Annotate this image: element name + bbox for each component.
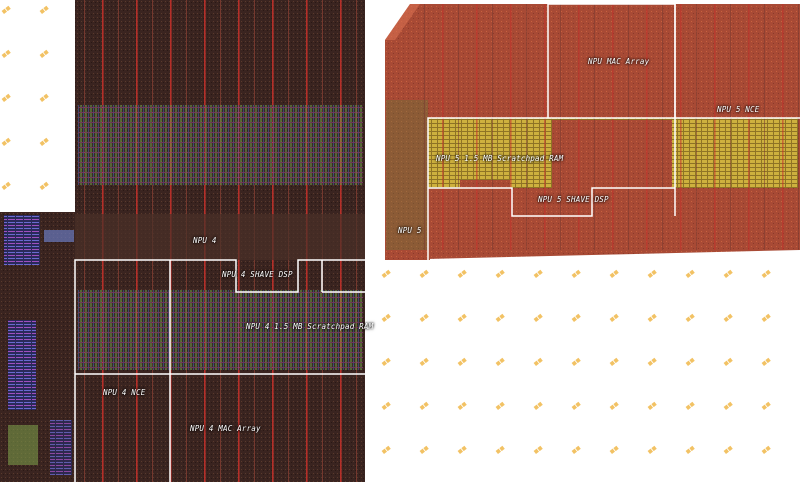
npu5-label: NPU 5 [398, 226, 422, 235]
npu4-shave-dsp-label: NPU 4 SHAVE DSP [222, 270, 293, 279]
npu5-mac-array-label: NPU MAC Array [588, 57, 650, 66]
npu5-shave-dsp-label: NPU 5 SHAVE DSP [538, 195, 609, 204]
npu4-die [0, 0, 365, 482]
npu5-nce-label: NPU 5 NCE [717, 105, 760, 114]
npu4-mac-array-label: NPU 4 MAC Array [190, 424, 261, 433]
npu5-region-outlines [427, 3, 800, 260]
npu4-label: NPU 4 [193, 236, 217, 245]
npu4-region-outlines [74, 259, 365, 482]
npu4-nce-label: NPU 4 NCE [103, 388, 146, 397]
npu4-scratchpad-label: NPU 4 1.5 MB Scratchpad RAM [246, 322, 374, 331]
npu5-die [385, 4, 800, 260]
npu5-scratchpad-label: NPU 5 1.5 MB Scratchpad RAM [436, 154, 564, 163]
